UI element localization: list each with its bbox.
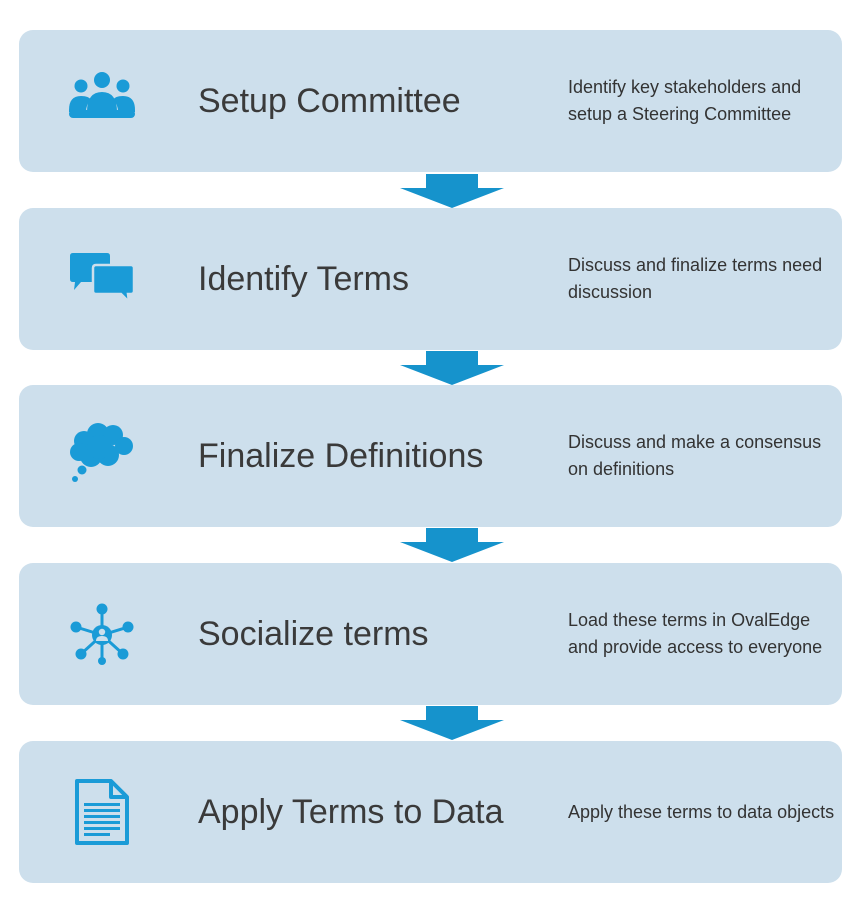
step-description: Apply these terms to data objects (568, 801, 835, 822)
down-arrow (400, 706, 504, 740)
down-arrow (400, 528, 504, 562)
thought-cloud-icon (67, 421, 137, 491)
step-description: Discuss and make a consensus on definiti… (568, 432, 822, 479)
step-title: Setup Committee (198, 81, 461, 120)
step-description: Discuss and finalize terms need discussi… (568, 255, 823, 302)
people-icon (67, 66, 137, 136)
step-setup-committee: Setup Committee Identify key stakeholder… (19, 30, 842, 172)
step-title: Identify Terms (198, 259, 410, 298)
step-title: Socialize terms (198, 614, 429, 653)
step-apply-terms-to-data: Apply Terms to Data Apply these terms to… (19, 741, 842, 883)
down-arrow (400, 174, 504, 208)
step-title: Finalize Definitions (198, 436, 484, 475)
step-finalize-definitions: Finalize Definitions Discuss and make a … (19, 385, 842, 527)
step-identify-terms: Identify Terms Discuss and finalize term… (19, 208, 842, 350)
network-icon (67, 599, 137, 669)
step-title: Apply Terms to Data (198, 792, 504, 831)
step-socialize-terms: Socialize terms Load these terms in Oval… (19, 563, 842, 705)
step-description: Load these terms in OvalEdge and provide… (568, 610, 823, 657)
document-icon (67, 777, 137, 847)
step-description: Identify key stakeholders and setup a St… (568, 77, 802, 124)
down-arrow (400, 351, 504, 385)
chat-bubbles-icon (67, 244, 137, 314)
